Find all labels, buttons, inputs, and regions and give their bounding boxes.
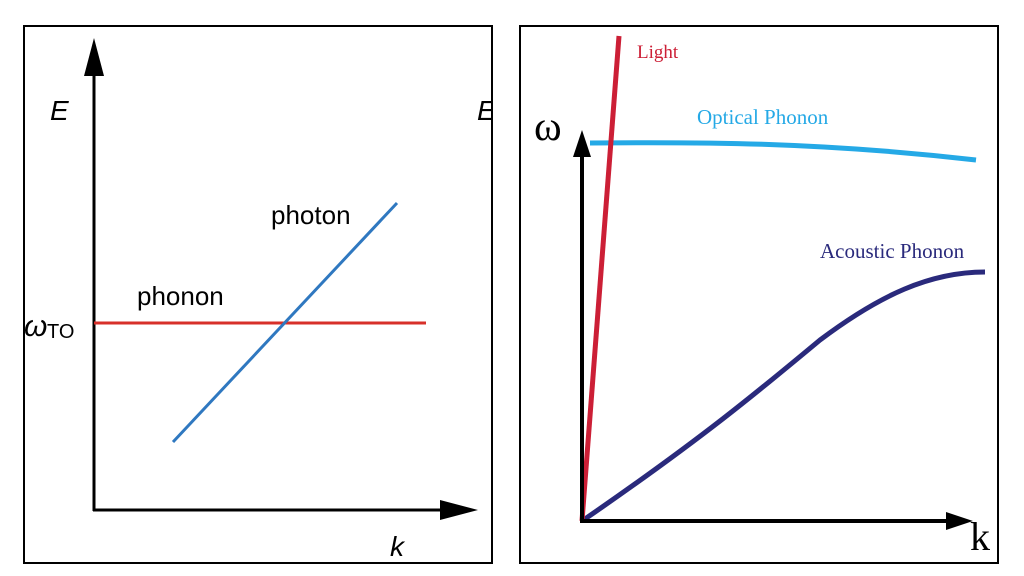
- left-omega-symbol: ω: [24, 310, 47, 343]
- left-photon-label: photon: [271, 200, 351, 230]
- left-panel-frame: [23, 25, 493, 564]
- right-y-axis-arrowhead: [573, 130, 591, 157]
- left-clipped-letter-clip: E: [477, 95, 496, 126]
- right-acoustic-label: Acoustic Phonon: [820, 239, 965, 263]
- left-omega-label: ω: [24, 310, 47, 343]
- right-acoustic-curve: [580, 269, 986, 524]
- right-light-line: [579, 35, 622, 522]
- left-x-axis-label: k: [390, 531, 406, 562]
- right-light-label: Light: [637, 42, 679, 63]
- left-panel: E k phonon photon ω TO E: [23, 25, 496, 564]
- left-y-axis-arrowhead: [84, 38, 104, 76]
- right-optical-curve: [589, 140, 977, 163]
- left-phonon-label: phonon: [137, 281, 224, 311]
- left-photon-line: [171, 201, 399, 444]
- right-y-axis-label: ω: [534, 104, 562, 150]
- left-clipped-letter: E: [477, 95, 496, 126]
- right-x-axis-arrowhead: [946, 512, 973, 530]
- right-optical-label: Optical Phonon: [697, 105, 829, 129]
- left-x-axis-arrowhead: [440, 500, 478, 520]
- right-panel: ω k Light Optical Phonon Acoustic Phonon: [519, 25, 999, 564]
- left-omega-subscript: TO: [47, 321, 74, 343]
- right-x-axis-label: k: [970, 514, 990, 559]
- left-y-axis-label: E: [50, 95, 69, 126]
